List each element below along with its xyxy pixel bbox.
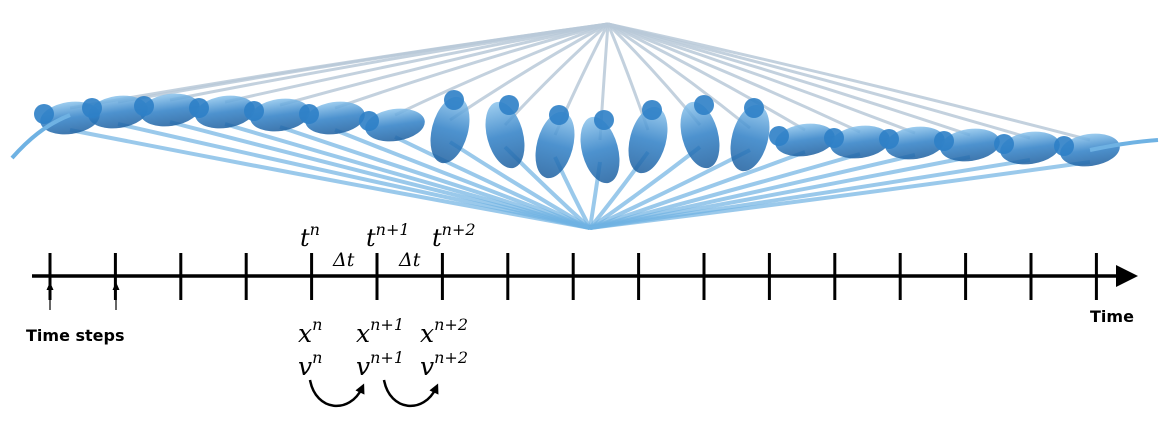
motion-strand bbox=[169, 22, 609, 102]
v-n-label: vn bbox=[298, 348, 322, 381]
swimmer-pose bbox=[1000, 131, 1060, 165]
swimmer-head bbox=[694, 95, 714, 115]
motion-strand bbox=[449, 22, 609, 122]
motion-strand bbox=[607, 22, 971, 137]
motion-strand bbox=[589, 160, 1091, 230]
t-n2-label: tn+2 bbox=[432, 220, 476, 252]
motion-strand bbox=[394, 135, 591, 230]
swimmer-head bbox=[359, 111, 379, 131]
swimmer-pose bbox=[680, 101, 720, 169]
delta-t-label-1: Δt bbox=[332, 249, 355, 271]
swimmer-pose bbox=[195, 95, 255, 129]
swimmer-head bbox=[824, 128, 844, 148]
time-axis-arrowhead bbox=[1116, 265, 1138, 287]
swimmer-head bbox=[769, 126, 789, 146]
motion-strand bbox=[279, 22, 609, 107]
motion-strand bbox=[334, 22, 609, 110]
swimmer-head bbox=[642, 100, 662, 120]
swimmer-head bbox=[744, 98, 764, 118]
motion-strand bbox=[69, 128, 591, 230]
motion-strand bbox=[607, 22, 916, 135]
swimmer-pose bbox=[485, 101, 525, 169]
swimmer-pose bbox=[88, 95, 148, 129]
t-n-label: tn bbox=[300, 220, 320, 252]
x-n2-label: xn+2 bbox=[420, 315, 468, 348]
swimmer-pose bbox=[775, 123, 835, 157]
swimmer-pose bbox=[730, 104, 770, 172]
swimmer-head bbox=[594, 110, 614, 130]
swimmer-head bbox=[299, 104, 319, 124]
timeline: Time Time steps tn tn+1 tn+2 Δt Δt bbox=[26, 220, 1138, 407]
motion-strand bbox=[448, 140, 592, 230]
swimmer-head bbox=[244, 101, 264, 121]
motion-strand bbox=[589, 148, 751, 230]
motion-strand bbox=[279, 125, 591, 230]
t-n1-label: tn+1 bbox=[366, 220, 410, 252]
swimmer-head bbox=[549, 105, 569, 125]
swimmer-pose bbox=[305, 101, 365, 135]
swimmer-limb bbox=[10, 113, 71, 160]
motion-strand bbox=[607, 22, 806, 132]
swimmer-head bbox=[134, 96, 154, 116]
motion-strand bbox=[224, 22, 609, 104]
motion-strand bbox=[394, 22, 609, 117]
swimmer-head bbox=[879, 129, 899, 149]
swimmer-poses bbox=[10, 90, 1159, 184]
swimmer-pose bbox=[830, 125, 890, 159]
x-n1-label: xn+1 bbox=[356, 315, 404, 348]
swimmer-head bbox=[82, 98, 102, 118]
time-step-ticks bbox=[48, 253, 1098, 300]
swimmer-head bbox=[34, 104, 54, 124]
swimmer-pose bbox=[365, 108, 425, 142]
swimmer-head bbox=[934, 131, 954, 151]
swimmer-pose bbox=[885, 126, 945, 160]
motion-strand bbox=[607, 22, 1091, 142]
motion-strand bbox=[334, 128, 591, 230]
swimmer-pose bbox=[628, 106, 668, 174]
motion-strand bbox=[607, 22, 861, 134]
time-steps-label: Time steps bbox=[26, 326, 125, 345]
v-n2-label: vn+2 bbox=[420, 348, 468, 381]
motion-strand bbox=[588, 145, 702, 230]
swimmer-pose bbox=[250, 98, 310, 132]
motion-strand bbox=[607, 22, 751, 130]
swimmer-pose bbox=[430, 96, 470, 164]
swimmer-head bbox=[189, 98, 209, 118]
swimmer-head bbox=[499, 95, 519, 115]
swimmer-pose bbox=[140, 93, 200, 127]
time-steps-pointer-2-head bbox=[112, 282, 120, 290]
swimmer-head bbox=[994, 134, 1014, 154]
swimmer-pose bbox=[535, 111, 575, 179]
swimmer-pose bbox=[580, 116, 620, 184]
x-n-label: xn bbox=[298, 315, 322, 348]
swimmer-head bbox=[1054, 136, 1074, 156]
update-arrow-1 bbox=[308, 379, 365, 407]
time-axis-label: Time bbox=[1090, 307, 1134, 326]
update-arrow-2 bbox=[382, 379, 439, 407]
time-steps-pointer-1-head bbox=[46, 282, 54, 290]
swimmer-pose bbox=[940, 128, 1000, 162]
motion-strand bbox=[503, 22, 609, 127]
time-steps-annotation: Time steps bbox=[26, 282, 125, 345]
motion-strand bbox=[589, 152, 861, 230]
motion-strand bbox=[607, 22, 1031, 140]
delta-t-label-2: Δt bbox=[398, 249, 421, 271]
swimmer-limb bbox=[1089, 138, 1159, 152]
swimmer-head bbox=[444, 90, 464, 110]
motion-illustration bbox=[10, 22, 1159, 230]
v-n1-label: vn+1 bbox=[356, 348, 404, 381]
